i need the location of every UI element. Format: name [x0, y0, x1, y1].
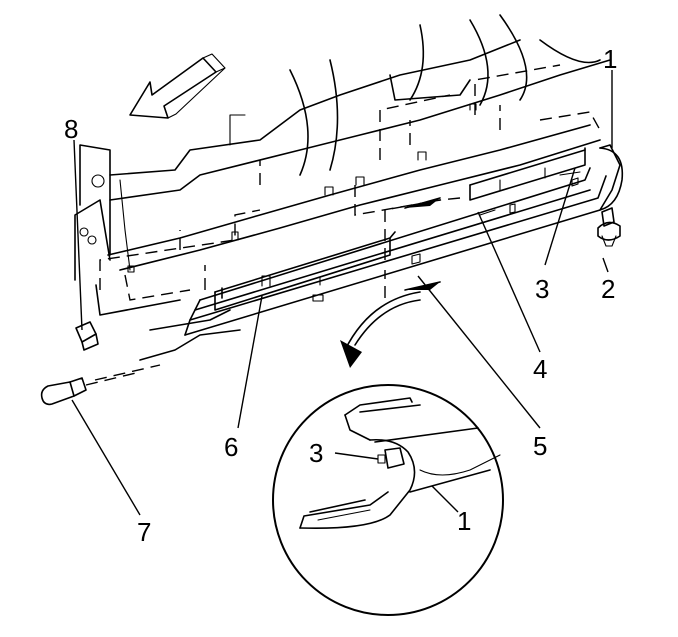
callout-5: 5	[533, 431, 547, 461]
callout-numbers: 1 2 3 4 5 6 7 8 3 1	[64, 44, 617, 547]
callout-7: 7	[137, 517, 151, 547]
callout-6: 6	[224, 432, 238, 462]
upper-clips	[127, 103, 477, 273]
callout-leaders	[71, 70, 613, 516]
insertion-arrows	[404, 197, 441, 291]
rear-retainer-strip	[469, 147, 586, 216]
rocker-panel-molding	[184, 144, 624, 336]
callout-2: 2	[601, 274, 615, 304]
detail-callout-1: 1	[457, 506, 471, 536]
alignment-dashed-lines	[94, 64, 601, 381]
direction-arrow	[129, 53, 226, 119]
detail-callout-3: 3	[309, 438, 323, 468]
callout-8: 8	[64, 114, 78, 144]
bolt-fastener	[40, 371, 141, 406]
callout-3: 3	[535, 274, 549, 304]
screw-fastener	[597, 207, 621, 247]
callout-4: 4	[533, 354, 547, 384]
detail-view	[272, 384, 504, 616]
nut-fastener	[75, 321, 99, 351]
detail-arrow	[340, 291, 421, 368]
vehicle-body-structure	[74, 14, 611, 361]
callout-1: 1	[603, 44, 617, 74]
front-retainer-strip	[214, 231, 421, 311]
